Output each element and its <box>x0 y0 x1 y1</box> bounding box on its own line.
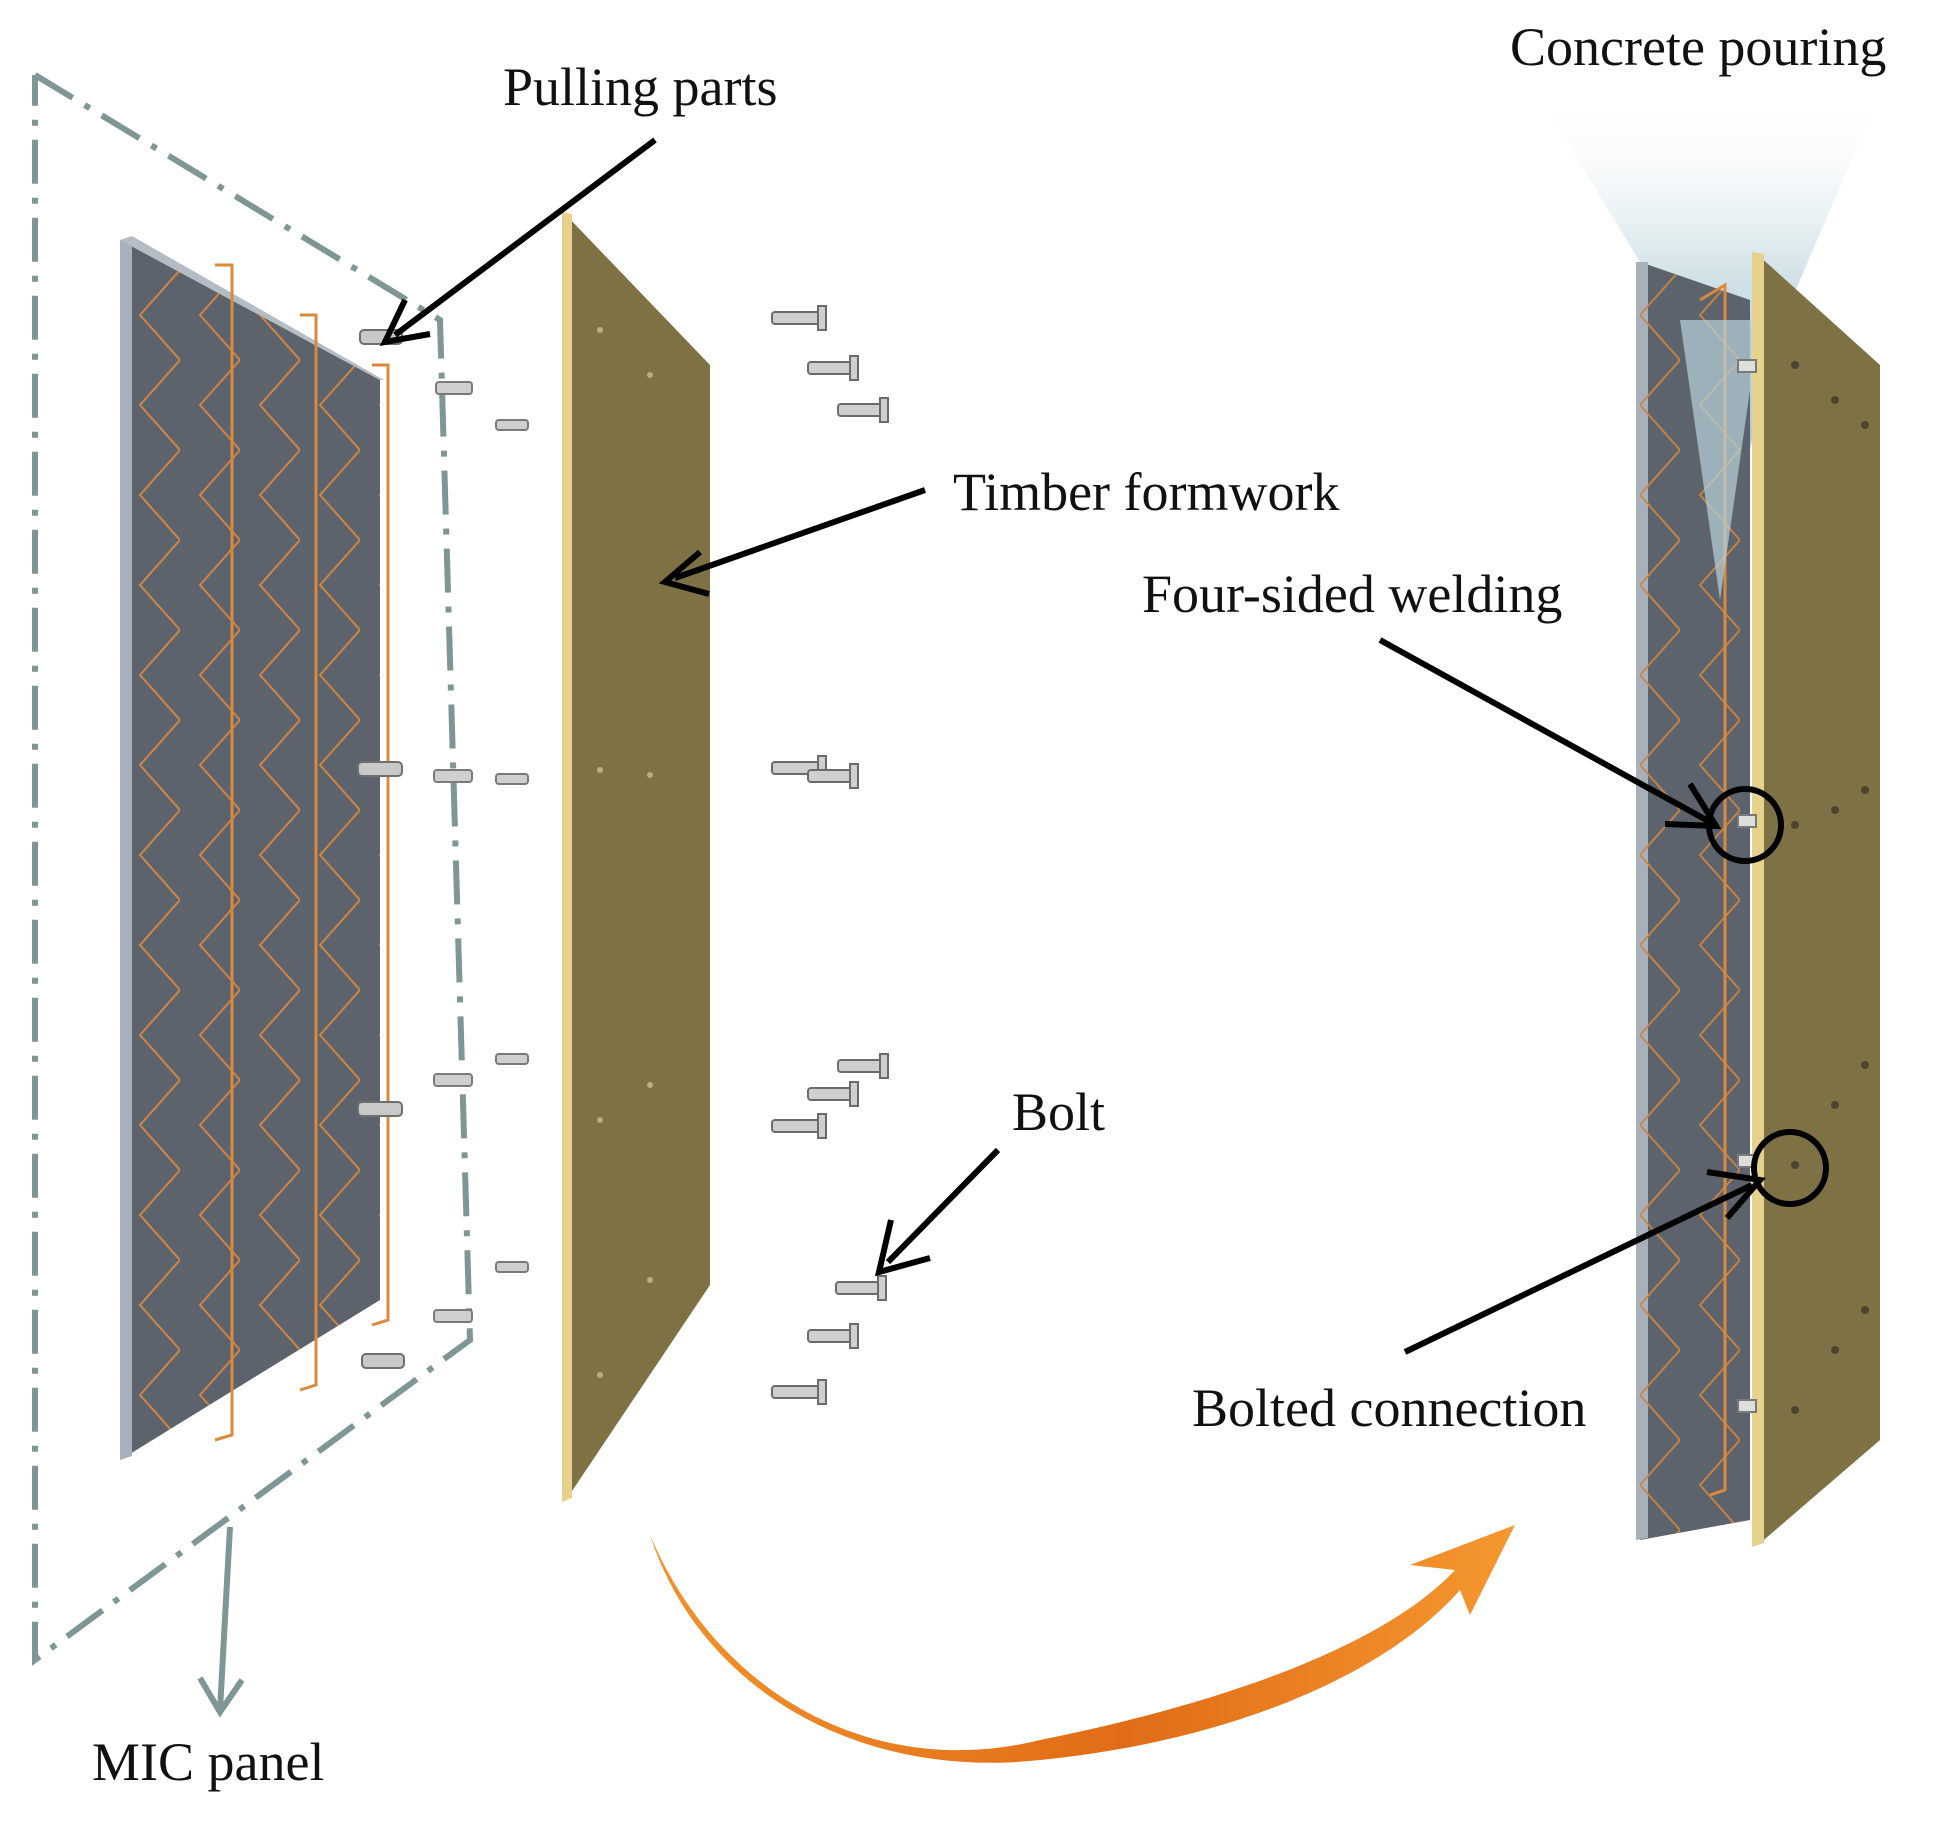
process-arrow <box>650 1525 1515 1763</box>
leader-arrows-left <box>379 137 1001 1277</box>
label-timber-formwork: Timber formwork <box>953 462 1340 522</box>
label-bolt: Bolt <box>1012 1082 1105 1142</box>
leader-arrows-right <box>1378 637 1766 1355</box>
tie-rods <box>433 381 529 1323</box>
timber-formwork-panel <box>562 212 710 1502</box>
bolt-highlight-circle <box>1751 1129 1829 1207</box>
mic-panel-arrow <box>197 1526 245 1718</box>
exploded-view <box>32 72 1001 1718</box>
mic-panel-outline <box>32 72 474 1666</box>
label-pulling-parts: Pulling parts <box>503 57 778 117</box>
label-concrete-pouring: Concrete pouring <box>1510 17 1886 77</box>
bolts <box>771 305 889 1405</box>
rebar-verticals <box>214 263 390 1442</box>
label-four-sided-welding: Four-sided welding <box>1142 564 1562 624</box>
assembled-view <box>1378 105 1880 1547</box>
steel-plate <box>120 236 384 1460</box>
label-mic-panel: MIC panel <box>92 1732 324 1792</box>
label-bolted-connection: Bolted connection <box>1192 1378 1586 1438</box>
